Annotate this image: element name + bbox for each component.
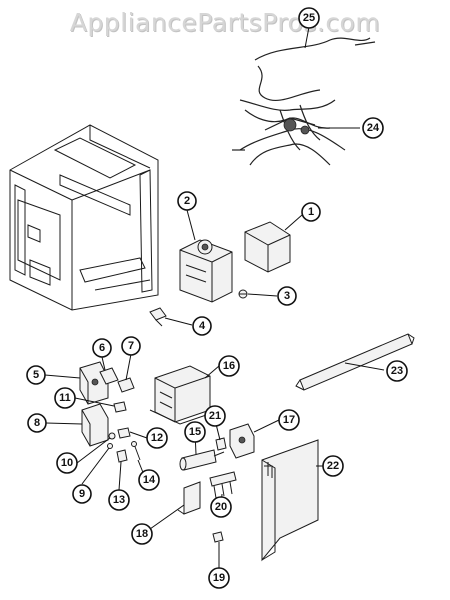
rod-tube bbox=[295, 333, 415, 391]
fuse-holder bbox=[229, 423, 255, 459]
callout-18: 18 bbox=[131, 523, 153, 545]
switch-assembly-5 bbox=[79, 361, 109, 405]
callout-9-label: 9 bbox=[79, 488, 85, 500]
callout-1: 1 bbox=[301, 202, 321, 222]
callout-13-label: 13 bbox=[113, 494, 125, 506]
callout-8-label: 8 bbox=[34, 417, 40, 429]
small-part-21 bbox=[215, 437, 227, 451]
callout-3: 3 bbox=[277, 286, 297, 306]
callout-17: 17 bbox=[278, 409, 300, 431]
callout-23-label: 23 bbox=[391, 365, 403, 377]
switch-part-6 bbox=[99, 367, 119, 385]
callout-24: 24 bbox=[362, 117, 384, 139]
callout-20: 20 bbox=[210, 496, 232, 518]
bracket-part-18 bbox=[177, 481, 201, 515]
callout-15-label: 15 bbox=[189, 426, 201, 438]
callout-21-label: 21 bbox=[209, 410, 221, 422]
callout-6-label: 6 bbox=[99, 342, 105, 354]
callout-13: 13 bbox=[108, 489, 130, 511]
callout-14-label: 14 bbox=[143, 474, 156, 486]
small-part-10 bbox=[108, 432, 116, 440]
thermal-part-20 bbox=[209, 471, 237, 499]
callout-17-label: 17 bbox=[283, 414, 295, 426]
switch-part-8 bbox=[81, 403, 109, 447]
callout-15: 15 bbox=[184, 421, 206, 443]
cabinet-frame bbox=[9, 124, 159, 311]
callout-7-label: 7 bbox=[128, 340, 134, 352]
small-part-9 bbox=[107, 443, 113, 449]
callout-25-label: 25 bbox=[303, 12, 315, 24]
callout-22-label: 22 bbox=[327, 460, 339, 472]
screw-part-3 bbox=[238, 289, 248, 299]
callout-3-label: 3 bbox=[284, 290, 290, 302]
callout-20-label: 20 bbox=[215, 501, 227, 513]
panel bbox=[261, 439, 319, 562]
callout-25: 25 bbox=[298, 7, 320, 29]
connector-part-4 bbox=[149, 307, 167, 327]
callout-19-label: 19 bbox=[213, 572, 225, 584]
capacitor bbox=[179, 449, 225, 471]
callout-21: 21 bbox=[204, 405, 226, 427]
magnetron bbox=[179, 239, 233, 303]
wire-harness bbox=[232, 37, 376, 166]
leader-lines bbox=[44, 26, 385, 578]
fitting-part-19 bbox=[212, 531, 224, 543]
callout-10-label: 10 bbox=[61, 457, 73, 469]
transformer bbox=[149, 365, 216, 425]
callout-10: 10 bbox=[56, 452, 78, 474]
callout-2: 2 bbox=[177, 191, 197, 211]
switch-part-7 bbox=[117, 377, 135, 393]
callout-6: 6 bbox=[92, 338, 112, 358]
callout-18-label: 18 bbox=[136, 528, 148, 540]
callout-19: 19 bbox=[208, 567, 230, 589]
small-part-13 bbox=[116, 449, 128, 463]
callout-1-label: 1 bbox=[308, 206, 314, 218]
callout-4: 4 bbox=[192, 316, 212, 336]
small-part-14 bbox=[131, 441, 141, 461]
callout-11-label: 11 bbox=[59, 392, 71, 404]
cover-bracket bbox=[244, 221, 291, 273]
callout-8: 8 bbox=[27, 413, 47, 433]
small-part-11 bbox=[113, 401, 127, 413]
watermark-text: AppliancePartsPros.com bbox=[69, 8, 381, 37]
callout-5: 5 bbox=[26, 365, 46, 385]
callout-16-label: 16 bbox=[223, 360, 235, 372]
callout-23: 23 bbox=[386, 360, 408, 382]
callout-4-label: 4 bbox=[199, 320, 206, 332]
small-part-12 bbox=[117, 427, 131, 439]
callout-7: 7 bbox=[121, 336, 141, 356]
callout-2-label: 2 bbox=[184, 195, 190, 207]
callout-12-label: 12 bbox=[151, 432, 163, 444]
callout-24-label: 24 bbox=[367, 122, 380, 134]
callout-9: 9 bbox=[72, 484, 92, 504]
callout-22: 22 bbox=[322, 455, 344, 477]
callout-16: 16 bbox=[218, 355, 240, 377]
callout-12: 12 bbox=[146, 427, 168, 449]
callout-11: 11 bbox=[54, 387, 76, 409]
callout-14: 14 bbox=[138, 469, 160, 491]
callout-5-label: 5 bbox=[33, 369, 39, 381]
